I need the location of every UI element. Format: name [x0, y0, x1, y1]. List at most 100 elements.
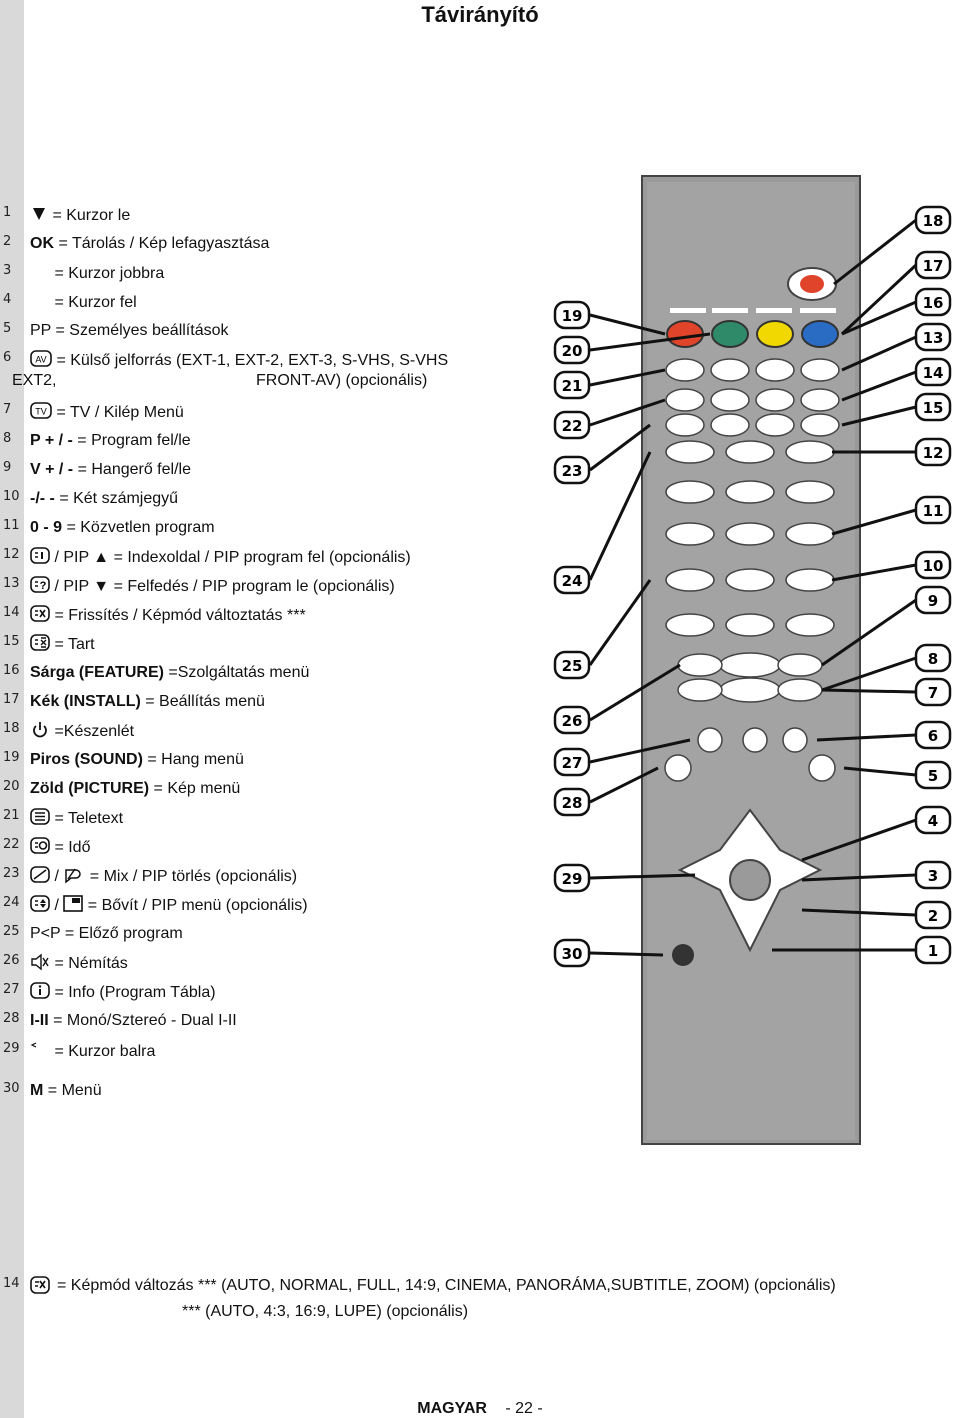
legend-text: = Hang menü [142, 751, 244, 768]
reveal-icon: ? [30, 576, 50, 595]
callout-left: 29 [553, 863, 591, 893]
callout-badge [553, 410, 591, 440]
side-button [677, 653, 723, 677]
callout-right: 6 [914, 720, 952, 750]
legend-text: =Készenlét [50, 723, 135, 740]
callout-badge [553, 370, 591, 400]
callout-right: 13 [914, 322, 952, 352]
update-icon [30, 605, 50, 624]
callout-badge [914, 495, 952, 525]
legend-number: 6 [3, 350, 12, 365]
callout-number: 1 [928, 942, 938, 960]
legend-text: / [50, 897, 64, 914]
note-number: 14 [3, 1276, 20, 1291]
callout-line [589, 951, 664, 957]
callout-right: 9 [914, 585, 952, 615]
callout-left: 23 [553, 455, 591, 485]
info-icon [30, 982, 50, 1001]
callout-line [589, 332, 711, 352]
control-button [725, 568, 775, 592]
legend-number: 29 [3, 1041, 20, 1056]
control-button [785, 613, 835, 637]
callout-line [588, 451, 652, 581]
callout-badge [553, 650, 591, 680]
legend-text: = Közvetlen program [62, 519, 215, 536]
legend-item: ? / PIP ▼ = Felfedés / PIP program le (o… [30, 576, 395, 600]
legend-key: Zöld (PICTURE) [30, 780, 150, 797]
callout-left: 28 [553, 787, 591, 817]
callout-badge [553, 938, 591, 968]
callout-line [589, 738, 691, 764]
callout-line [801, 818, 917, 862]
legend-text: / PIP ▲ = Indexoldal / PIP program fel (… [50, 549, 411, 566]
line6-cont-b: FRONT-AV) (opcionális) [256, 372, 428, 389]
legend-item: = Tart [30, 634, 95, 658]
legend-number: 12 [3, 547, 20, 562]
legend-text: =Szolgáltatás menü [163, 664, 310, 681]
legend-number: 21 [3, 808, 20, 823]
note-line-2: *** (AUTO, 4:3, 16:9, LUPE) (opcionális) [182, 1303, 469, 1320]
legend-text: / [50, 868, 64, 885]
legend-number: 4 [3, 292, 12, 307]
legend-text: = Kurzor le [48, 207, 131, 224]
callout-right: 11 [914, 495, 952, 525]
callout-badge [914, 860, 952, 890]
legend-number: 19 [3, 750, 20, 765]
triangle-down-icon [30, 207, 48, 224]
legend-prefix: PP [30, 322, 52, 339]
legend-text: = Kurzor jobbra [50, 265, 165, 282]
callout-left: 26 [553, 705, 591, 735]
control-button [725, 613, 775, 637]
callout-line [821, 688, 917, 694]
legend-item: Kék (INSTALL) = Beállítás menü [30, 692, 265, 716]
callout-number: 8 [928, 650, 938, 668]
legend-item: = Kurzor jobbra [30, 263, 164, 287]
legend-item: / = Bővít / PIP menü (opcionális) [30, 895, 308, 919]
legend-text: = Tart [50, 636, 95, 653]
legend-number: 26 [3, 953, 20, 968]
blue-button [801, 320, 839, 348]
callout-right: 7 [914, 677, 952, 707]
callout-line [589, 313, 666, 336]
legend-text: = Frissítés / Képmód változtatás *** [50, 607, 306, 624]
legend-item: Zöld (PICTURE) = Kép menü [30, 779, 240, 803]
legend-text: = Idő [50, 839, 91, 856]
callout-badge [914, 677, 952, 707]
function-button [800, 358, 840, 382]
callout-badge [914, 437, 952, 467]
callout-line [589, 368, 666, 387]
legend-key: Sárga (FEATURE) [30, 664, 164, 681]
legend-item: OK = Tárolás / Kép lefagyasztása [30, 234, 269, 258]
legend-prefix: P<P [30, 925, 61, 942]
callout-number: 2 [928, 907, 938, 925]
legend-number: 17 [3, 692, 20, 707]
legend-number: 24 [3, 895, 20, 910]
callout-badge [553, 705, 591, 735]
legend-text: = Tárolás / Kép lefagyasztása [54, 235, 270, 252]
yellow-button [756, 320, 794, 348]
small-button [742, 727, 768, 753]
callout-line [841, 405, 917, 427]
legend-text: = Teletext [50, 810, 124, 827]
legend-number: 7 [3, 402, 12, 417]
menu-button [664, 754, 692, 782]
side-button [777, 678, 823, 702]
legend-item: = Teletext [30, 808, 123, 832]
callout-line [801, 908, 917, 917]
footer-page-number: - 22 - [505, 1400, 543, 1417]
callout-badge [914, 805, 952, 835]
callout-number: 14 [923, 364, 944, 382]
callout-number: 25 [562, 657, 583, 675]
callout-line [841, 370, 917, 402]
color-label [756, 308, 792, 313]
legend-number: 27 [3, 982, 20, 997]
side-button [677, 678, 723, 702]
callout-number: 7 [928, 684, 938, 702]
legend-item: = Kurzor balra [30, 1041, 155, 1065]
callout-badge [553, 300, 591, 330]
callout-right: 4 [914, 805, 952, 835]
callout-right: 2 [914, 900, 952, 930]
legend-key: V + / - [30, 461, 74, 478]
page-footer: MAGYAR - 22 - [0, 1400, 960, 1418]
callout-number: 28 [562, 794, 583, 812]
